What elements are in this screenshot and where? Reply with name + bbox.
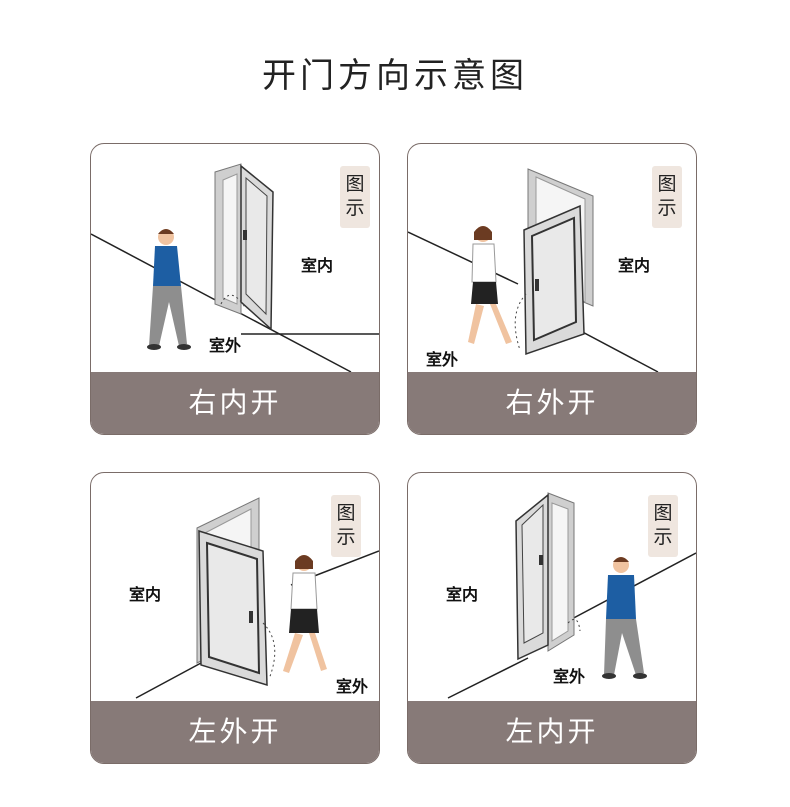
panel-left-outward: 图 示 室内 室外 左外开 (90, 472, 380, 764)
legend-badge: 图 示 (648, 495, 678, 557)
outside-label: 室外 (336, 677, 369, 696)
inside-label: 室内 (618, 256, 651, 275)
door-frame-inner (222, 173, 238, 305)
door-leaf-inset (205, 541, 261, 675)
panel-right-inward: 图 示 室内 室外 右内开 (90, 143, 380, 435)
swing-arc (514, 293, 527, 351)
door-leaf-inset (245, 176, 268, 316)
scene-left-inward (447, 492, 696, 699)
door-handle-icon (243, 230, 247, 240)
swing-arc (567, 618, 581, 632)
man-figure-icon (602, 557, 647, 679)
inside-label: 室内 (446, 585, 479, 604)
door-frame-inner (551, 502, 569, 642)
woman-figure-icon (468, 226, 512, 344)
inside-label: 室内 (129, 585, 162, 604)
scene-right-outward (408, 168, 659, 373)
panel-left-inward: 图 示 室内 室外 左内开 (407, 472, 697, 764)
floor-line (135, 662, 202, 699)
caption-left-outward: 左外开 (91, 701, 379, 763)
caption-left-inward: 左内开 (408, 701, 696, 763)
caption-right-inward: 右内开 (91, 372, 379, 434)
caption-right-outward: 右外开 (408, 372, 696, 434)
door-leaf-inset (530, 216, 578, 342)
door-leaf-inset (521, 503, 544, 644)
scene-right-inward (91, 163, 379, 373)
outside-label: 室外 (553, 667, 586, 686)
door-handle-icon (535, 279, 539, 291)
man-figure-icon (147, 229, 191, 350)
legend-badge: 图 示 (340, 166, 370, 228)
door-handle-icon (249, 611, 253, 623)
outside-label: 室外 (209, 336, 242, 355)
swing-arc (220, 294, 247, 310)
door-handle-icon (539, 555, 543, 565)
page-title: 开门方向示意图 (262, 56, 528, 96)
outside-label: 室外 (426, 350, 459, 369)
scene-left-outward (135, 497, 379, 699)
legend-badge: 图 示 (331, 495, 361, 557)
inside-label: 室内 (301, 256, 334, 275)
floor-line (408, 231, 519, 285)
panel-right-outward: 图 示 室内 室外 右外开 (407, 143, 697, 435)
legend-badge: 图 示 (652, 166, 682, 228)
woman-figure-icon (283, 555, 327, 673)
floor-line (447, 657, 529, 699)
